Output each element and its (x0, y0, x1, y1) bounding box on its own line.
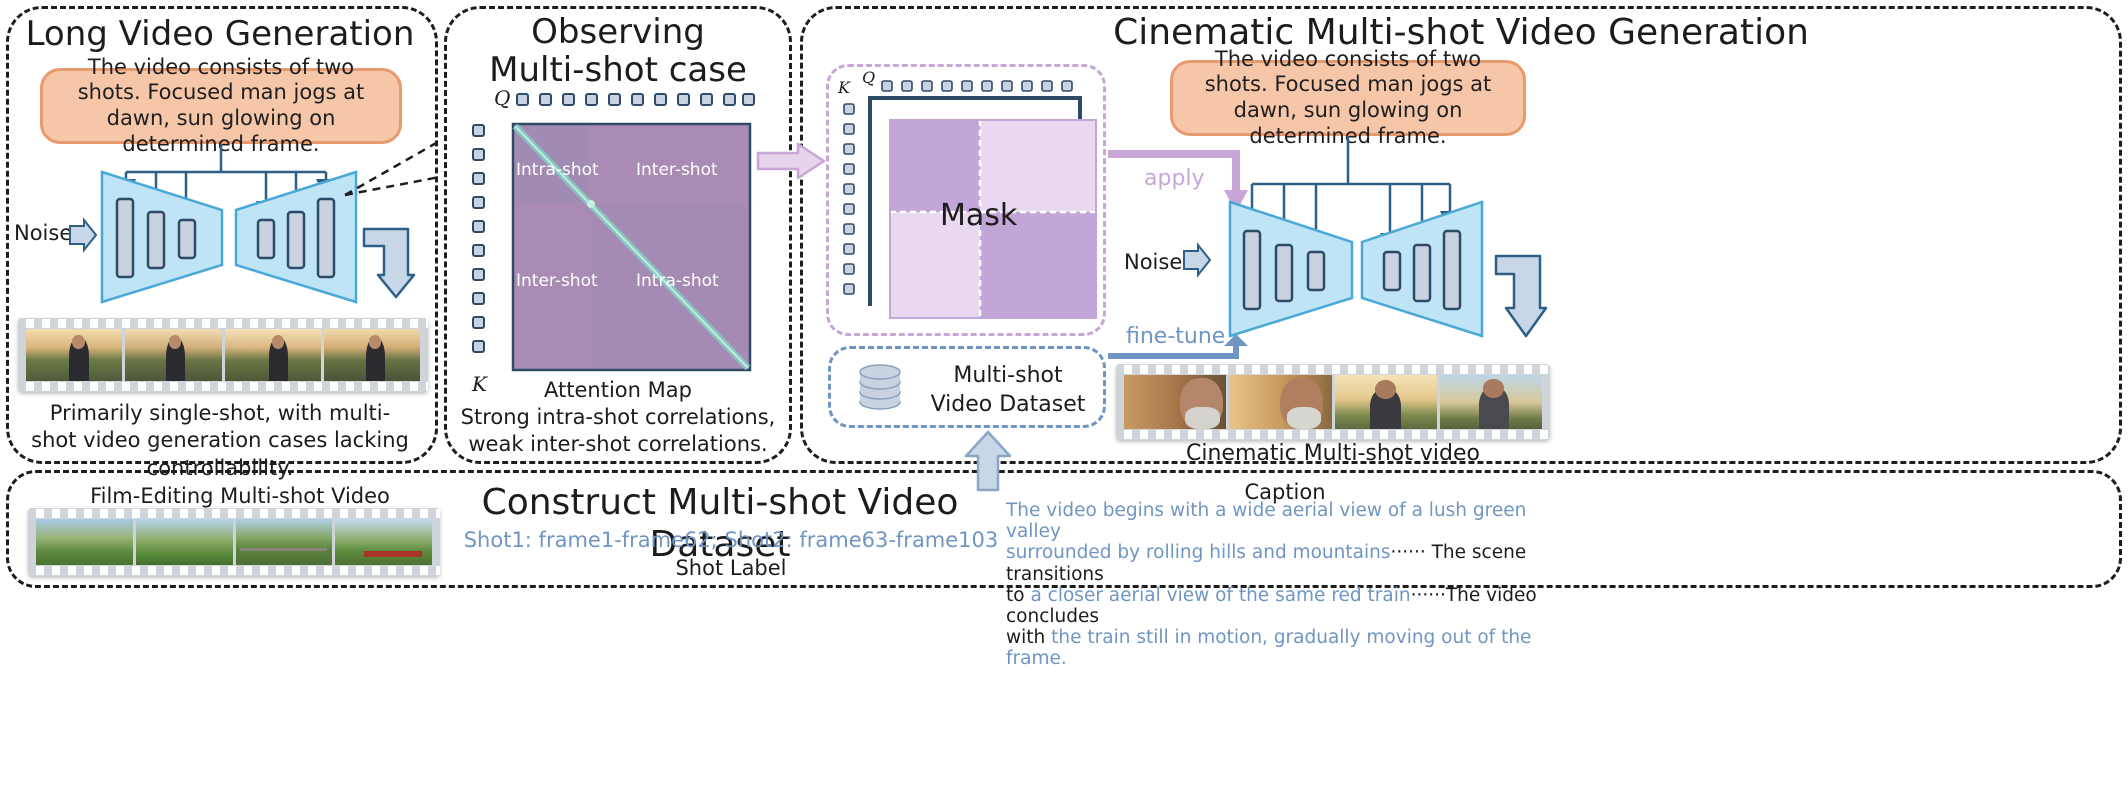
mask-label: Mask (940, 198, 1018, 233)
video-frame (235, 519, 333, 565)
shot-label-text: Shot1: frame1-frame62; Shot2: frame63-fr… (463, 528, 999, 552)
observing-title-line1: Observing (531, 12, 705, 52)
observing-panel (444, 6, 792, 464)
q-label: Q (494, 86, 511, 110)
caption-line-3-dark: ······The video concludes (1006, 584, 1537, 627)
observing-title-line2: Multi-shot case (489, 50, 747, 90)
video-frame (36, 519, 133, 565)
long-video-title: Long Video Generation (25, 14, 415, 54)
construct-title: Construct Multi-shot Video Dataset (481, 482, 959, 566)
caption-line-3: to a closer aerial view of the same red … (1006, 585, 1566, 627)
video-frame (125, 329, 222, 381)
caption-text: The video begins with a wide aerial view… (1006, 500, 1566, 669)
cinematic-output-arrow-icon (1494, 254, 1548, 338)
caption-line-4-pre: with (1006, 627, 1052, 649)
caption-line-2: surrounded by rolling hills and mountain… (1006, 542, 1566, 584)
video-frame (1229, 375, 1332, 429)
video-frame (26, 329, 123, 381)
k-tokens (472, 124, 485, 353)
video-frame (335, 519, 432, 565)
video-frame (1124, 375, 1227, 429)
up-arrow-icon (964, 430, 1012, 492)
cinematic-output-label: Cinematic Multi-shot video (1186, 441, 1480, 466)
attention-mask (843, 80, 1097, 319)
noise-label: Noise (14, 221, 73, 245)
long-video-unet (69, 139, 440, 304)
noise-arrow-icon (69, 217, 98, 253)
film-editing-label: Film-Editing Multi-shot Video (90, 484, 390, 508)
caption-line-2-dark: ······ The scene transitions (1006, 542, 1527, 585)
attention-map-label: Attention Map (544, 378, 692, 402)
k-label: K (472, 372, 487, 396)
caption-line-3-blue: a closer aerial view of the same red tra… (1030, 584, 1411, 606)
attention-map (472, 93, 755, 372)
construct-panel (6, 470, 2122, 588)
dataset-label: Multi-shot Video Dataset (930, 363, 1086, 417)
observing-caption: Strong intra-shot correlations, weak int… (460, 405, 776, 457)
caption-title: Caption (1244, 480, 1326, 504)
finetune-arrow-icon (1108, 334, 1248, 359)
caption-line-3-pre: to (1006, 584, 1031, 606)
mask-panel (826, 64, 1106, 336)
cinematic-title: Cinematic Multi-shot Video Generation (1113, 12, 1809, 53)
shot-label: Shot Label (675, 556, 787, 580)
output-arrow-icon (362, 227, 416, 299)
mask-q-label: Q (862, 68, 876, 87)
region-intra-shot-2: Intra-shot (636, 271, 719, 291)
cinematic-panel (800, 6, 2122, 464)
cinematic-noise-arrow-icon (1183, 242, 1212, 278)
single-shot-film-strip (18, 318, 428, 392)
video-frame (323, 329, 420, 381)
film-editing-strip (28, 508, 440, 576)
video-frame (1334, 375, 1437, 429)
long-video-caption: Primarily single-shot, with multi-shot v… (31, 401, 409, 480)
region-inter-shot-1: Inter-shot (636, 160, 718, 180)
finetune-label: fine-tune (1126, 324, 1226, 349)
caption-line-2-blue: surrounded by rolling hills and mountain… (1006, 542, 1391, 564)
region-inter-shot-2: Inter-shot (516, 271, 598, 291)
video-frame (1439, 375, 1542, 429)
caption-line-1-blue: The video begins with a wide aerial view… (1006, 500, 1527, 543)
dataset-box (828, 346, 1106, 428)
caption-line-4-blue: the train still in motion, gradually mov… (1006, 627, 1532, 670)
mask-k-label: K (838, 78, 850, 97)
apply-label: apply (1144, 166, 1205, 191)
multi-shot-film-strip (1116, 364, 1550, 440)
caption-line-1: The video begins with a wide aerial view… (1006, 500, 1566, 542)
caption-line-4: with the train still in motion, graduall… (1006, 627, 1566, 669)
video-frame (135, 519, 233, 565)
region-intra-shot-1: Intra-shot (516, 160, 599, 180)
apply-arrow-icon (1108, 150, 1248, 212)
flow-arrow-icon (756, 142, 826, 180)
long-video-panel (6, 6, 438, 464)
cinematic-noise-label: Noise (1124, 250, 1183, 274)
cinematic-unet (1183, 136, 1548, 338)
cinematic-prompt: The video consists of two shots. Focused… (1170, 47, 1526, 148)
database-icon (859, 364, 901, 410)
q-tokens (516, 93, 755, 106)
video-frame (224, 329, 321, 381)
